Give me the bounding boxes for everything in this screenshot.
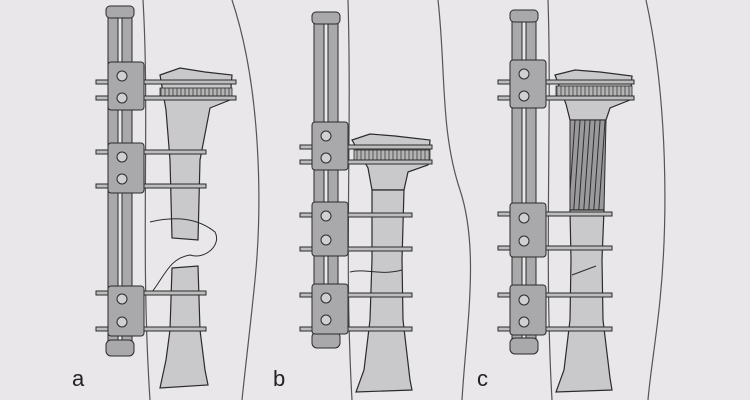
screw	[116, 92, 128, 104]
panel-label-b: b	[273, 366, 286, 391]
screw	[116, 293, 128, 305]
pin	[95, 290, 207, 296]
panel-label-c: c	[477, 366, 488, 391]
screw	[320, 210, 332, 222]
fixator-rod-top	[311, 11, 341, 25]
panel-b	[299, 0, 472, 400]
pin	[497, 95, 635, 101]
panel-c	[497, 0, 666, 400]
screw	[320, 152, 332, 164]
osteotomy-line	[571, 265, 597, 276]
screw	[518, 235, 530, 247]
screw	[320, 130, 332, 142]
pin	[299, 326, 413, 332]
pin	[299, 212, 413, 218]
screw	[116, 70, 128, 82]
tibia-shaft	[355, 189, 413, 393]
screw	[320, 314, 332, 326]
screw	[116, 316, 128, 328]
regenerate-zone	[569, 119, 607, 211]
pin	[95, 326, 207, 332]
skin-contour	[645, 0, 666, 400]
screw	[518, 68, 530, 80]
clamp	[107, 61, 145, 111]
osteotomy-line	[349, 269, 403, 273]
panel-label-a: a	[72, 366, 85, 391]
fixator-rod-top	[509, 9, 539, 23]
skin-contour	[142, 0, 151, 400]
pin	[497, 79, 635, 85]
pin	[299, 159, 433, 165]
skin-contour	[231, 0, 260, 400]
pin	[497, 292, 613, 298]
clamp	[107, 142, 145, 194]
pin	[299, 246, 413, 252]
pin	[95, 95, 237, 101]
pin	[95, 79, 237, 85]
clamp	[311, 201, 349, 257]
screw	[320, 292, 332, 304]
screw	[518, 316, 530, 328]
pin	[497, 245, 613, 251]
pin	[95, 149, 207, 155]
pin	[497, 326, 613, 332]
skin-contour	[347, 0, 353, 400]
pin	[497, 211, 613, 217]
clamp	[509, 284, 547, 336]
clamp	[509, 59, 547, 109]
screw	[116, 173, 128, 185]
pin	[95, 183, 207, 189]
osteotomy-wire	[149, 218, 218, 293]
screw	[320, 234, 332, 246]
pin	[299, 292, 413, 298]
screw	[518, 212, 530, 224]
screw	[116, 151, 128, 163]
pin	[299, 144, 433, 150]
tibia-shaft	[555, 209, 613, 393]
clamp	[311, 283, 349, 335]
clamp	[107, 285, 145, 337]
clamp	[311, 121, 349, 171]
skin-contour	[547, 0, 553, 400]
screw	[518, 294, 530, 306]
clamp	[509, 202, 547, 258]
fixator-rod-bottom	[105, 339, 135, 357]
fixator-rod-top	[105, 5, 135, 19]
skin-contour	[437, 0, 472, 400]
panel-a	[95, 0, 260, 400]
fixator-rod-bottom	[509, 337, 539, 355]
screw	[518, 90, 530, 102]
